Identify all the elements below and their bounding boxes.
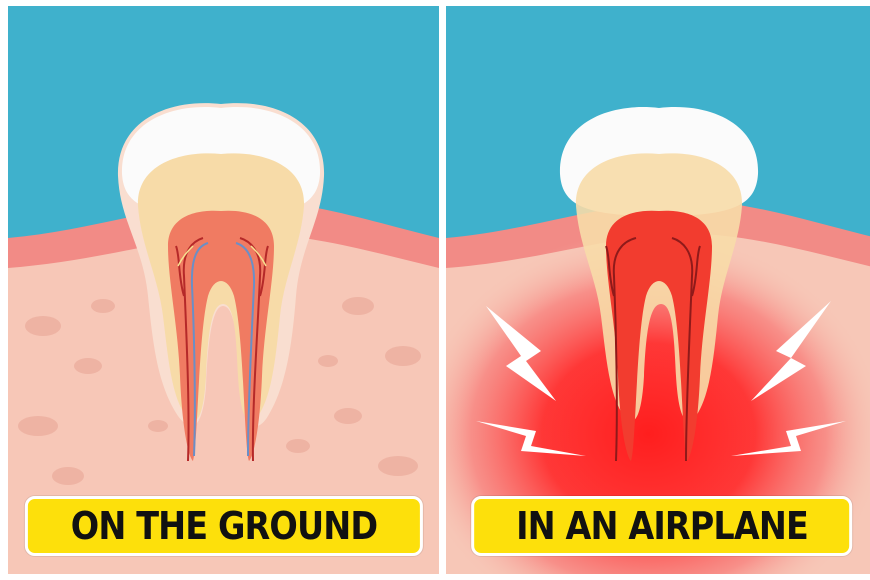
caption-label: ON THE GROUND <box>24 496 422 556</box>
caption-label: IN AN AIRPLANE <box>471 496 853 556</box>
caption-text: IN AN AIRPLANE <box>516 504 808 548</box>
tooth-illustration-pain <box>446 6 870 574</box>
panel-on-the-ground: ON THE GROUND <box>8 6 439 574</box>
tooth-illustration-normal <box>8 6 439 574</box>
caption-text: ON THE GROUND <box>70 504 376 548</box>
panel-in-an-airplane: IN AN AIRPLANE <box>446 6 870 574</box>
